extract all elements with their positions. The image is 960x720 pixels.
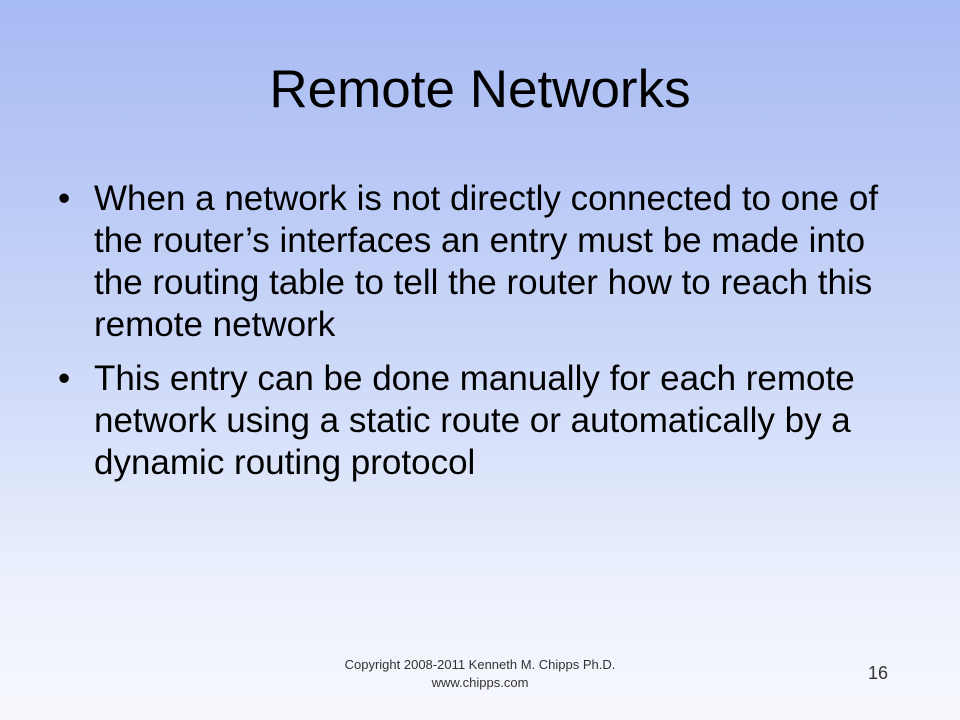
bullet-marker: • [58,359,71,398]
footer-copyright: Copyright 2008-2011 Kenneth M. Chipps Ph… [290,656,670,692]
bullet-text: This entry can be done manually for each… [94,359,855,482]
bullet-item: • When a network is not directly connect… [48,178,898,346]
bullet-item: • This entry can be done manually for ea… [48,358,898,484]
bullet-text: When a network is not directly connected… [94,179,879,344]
copyright-text: Copyright 2008-2011 Kenneth M. Chipps Ph… [344,657,616,672]
bullet-list: • When a network is not directly connect… [48,178,898,496]
website-text: www.chipps.com [431,675,529,690]
bullet-marker: • [58,179,71,218]
slide-title: Remote Networks [269,60,691,119]
slide-number: 16 [867,663,889,683]
